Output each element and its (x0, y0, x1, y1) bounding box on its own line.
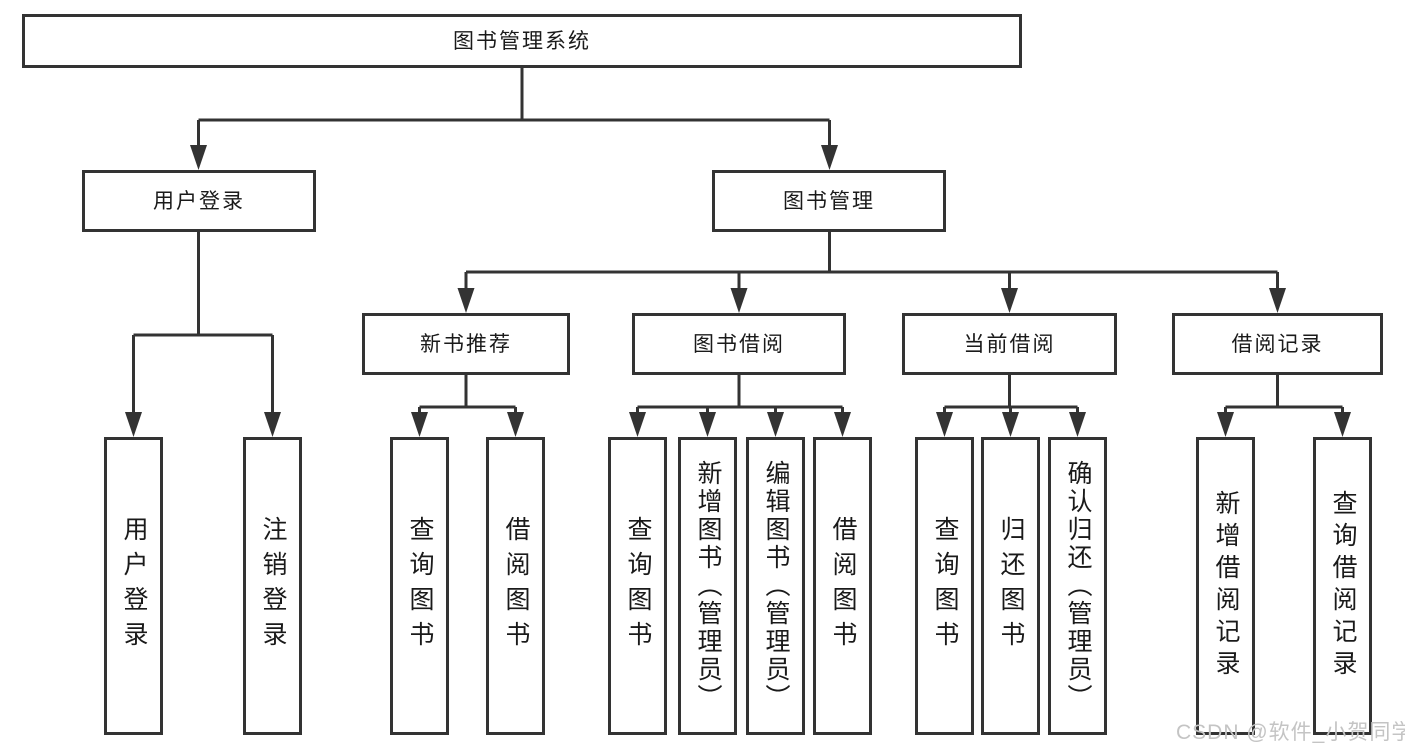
leaf-borrow-book: 借阅图书 (813, 437, 872, 735)
node-root-system: 图书管理系统 (22, 14, 1022, 68)
leaf-edit-book-admin: 编辑图书（管理员） (746, 437, 805, 735)
leaf-query-book-current: 查询图书 (915, 437, 974, 735)
leaf-query-borrow-record: 查询借阅记录 (1313, 437, 1372, 735)
node-book-management-group: 图书管理 (712, 170, 946, 232)
node-book-borrow: 图书借阅 (632, 313, 846, 375)
arrowheads (125, 145, 1351, 437)
csdn-watermark: CSDN @软件_小贺同学 (1176, 721, 1405, 744)
node-new-book-recommend: 新书推荐 (362, 313, 570, 375)
leaf-borrow-book-recommend: 借阅图书 (486, 437, 545, 735)
leaf-confirm-return-admin: 确认归还（管理员） (1048, 437, 1107, 735)
node-user-login-group: 用户登录 (82, 170, 316, 232)
leaf-add-book-admin: 新增图书（管理员） (678, 437, 737, 735)
node-borrow-records: 借阅记录 (1172, 313, 1383, 375)
leaf-query-book-recommend: 查询图书 (390, 437, 449, 735)
leaf-add-borrow-record: 新增借阅记录 (1196, 437, 1255, 735)
node-current-borrow: 当前借阅 (902, 313, 1117, 375)
leaf-user-login: 用户登录 (104, 437, 163, 735)
leaf-logout: 注销登录 (243, 437, 302, 735)
leaf-query-book-borrow: 查询图书 (608, 437, 667, 735)
leaf-return-book: 归还图书 (981, 437, 1040, 735)
